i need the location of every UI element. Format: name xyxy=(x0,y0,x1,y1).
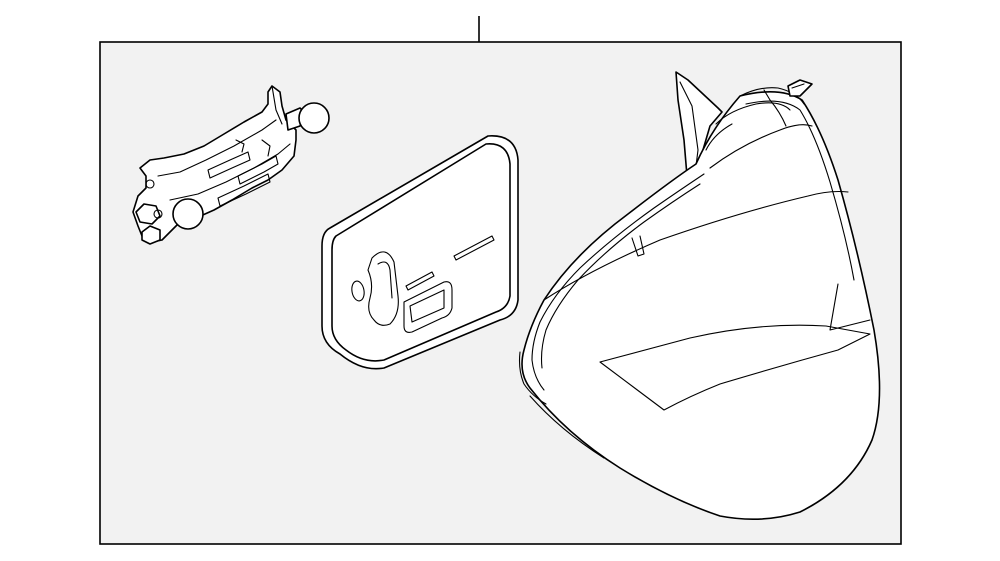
mirror-housing xyxy=(518,71,881,520)
mirror-mounting-bracket xyxy=(132,85,330,245)
mirror-glass-cover xyxy=(321,135,519,370)
